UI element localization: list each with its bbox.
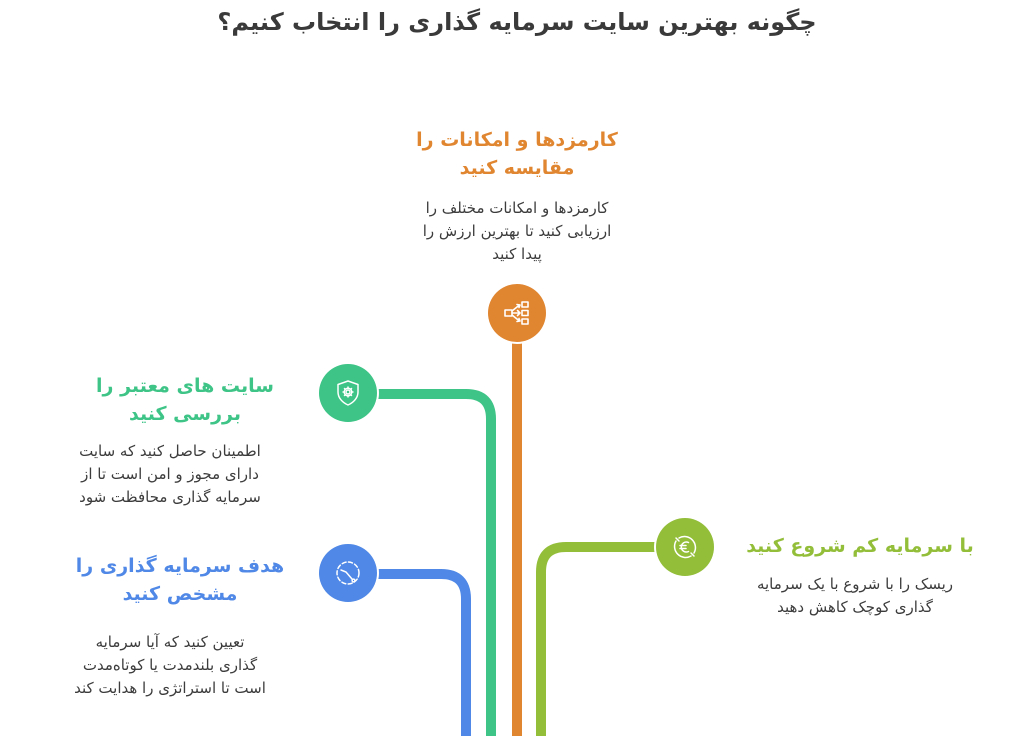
step-description-start-small: ریسک را با شروع با یک سرمایه گذاری کوچک … bbox=[730, 573, 980, 619]
description-line: سرمایه گذاری محافظت شود bbox=[79, 488, 261, 506]
hierarchy-flow-icon bbox=[504, 301, 529, 325]
description-line: اطمینان حاصل کنید که سایت bbox=[79, 442, 261, 460]
description-line: کارمزدها و امکانات مختلف را bbox=[425, 199, 609, 217]
description-line: ریسک را با شروع با یک سرمایه bbox=[756, 575, 954, 593]
heading-line: مقایسه کنید bbox=[459, 157, 575, 179]
step-node-check-reputable-sites[interactable] bbox=[319, 364, 377, 422]
clock-timer-icon bbox=[336, 561, 360, 585]
description-line: گذاری کوچک کاهش دهید bbox=[777, 598, 933, 616]
shield-gear-icon bbox=[337, 380, 359, 406]
heading-line: مشخص کنید bbox=[122, 583, 238, 605]
step-heading-start-small: با سرمایه کم شروع کنید bbox=[735, 532, 985, 560]
step-node-start-small[interactable] bbox=[656, 518, 714, 576]
heading-line: بررسی کنید bbox=[129, 403, 241, 425]
step-node-define-goal[interactable] bbox=[319, 544, 377, 602]
lime-connector-line bbox=[536, 542, 658, 736]
description-line: است تا استراتژی را هدایت کند bbox=[74, 679, 266, 697]
heading-line: هدف سرمایه گذاری را bbox=[75, 555, 285, 577]
heading-line: سایت های معتبر را bbox=[96, 375, 274, 397]
page-title: چگونه بهترین سایت سرمایه گذاری را انتخاب… bbox=[217, 8, 817, 36]
heading-line: کارمزدها و امکانات را bbox=[416, 129, 618, 151]
step-description-define-goal: تعیین کنید که آیا سرمایه گذاری بلندمدت ی… bbox=[40, 631, 300, 700]
description-line: دارای مجوز و امن است تا از bbox=[81, 465, 259, 483]
step-heading-compare-fees: کارمزدها و امکانات را مقایسه کنید bbox=[367, 126, 667, 182]
heading-line: با سرمایه کم شروع کنید bbox=[746, 535, 974, 557]
description-line: پیدا کنید bbox=[492, 245, 542, 263]
blue-connector-line bbox=[376, 569, 471, 736]
green-connector-line bbox=[376, 389, 496, 736]
description-line: گذاری بلندمدت یا کوتاه‌مدت bbox=[82, 656, 258, 674]
euro-coin-icon bbox=[673, 535, 697, 559]
step-node-compare-fees[interactable] bbox=[488, 284, 546, 342]
step-heading-define-goal: هدف سرمایه گذاری را مشخص کنید bbox=[60, 552, 300, 608]
step-description-compare-fees: کارمزدها و امکانات مختلف را ارزیابی کنید… bbox=[367, 197, 667, 266]
description-line: ارزیابی کنید تا بهترین ارزش را bbox=[422, 222, 612, 240]
step-description-check-reputable-sites: اطمینان حاصل کنید که سایت دارای مجوز و ا… bbox=[40, 440, 300, 509]
step-heading-check-reputable-sites: سایت های معتبر را بررسی کنید bbox=[70, 372, 300, 428]
description-line: تعیین کنید که آیا سرمایه bbox=[95, 633, 245, 651]
